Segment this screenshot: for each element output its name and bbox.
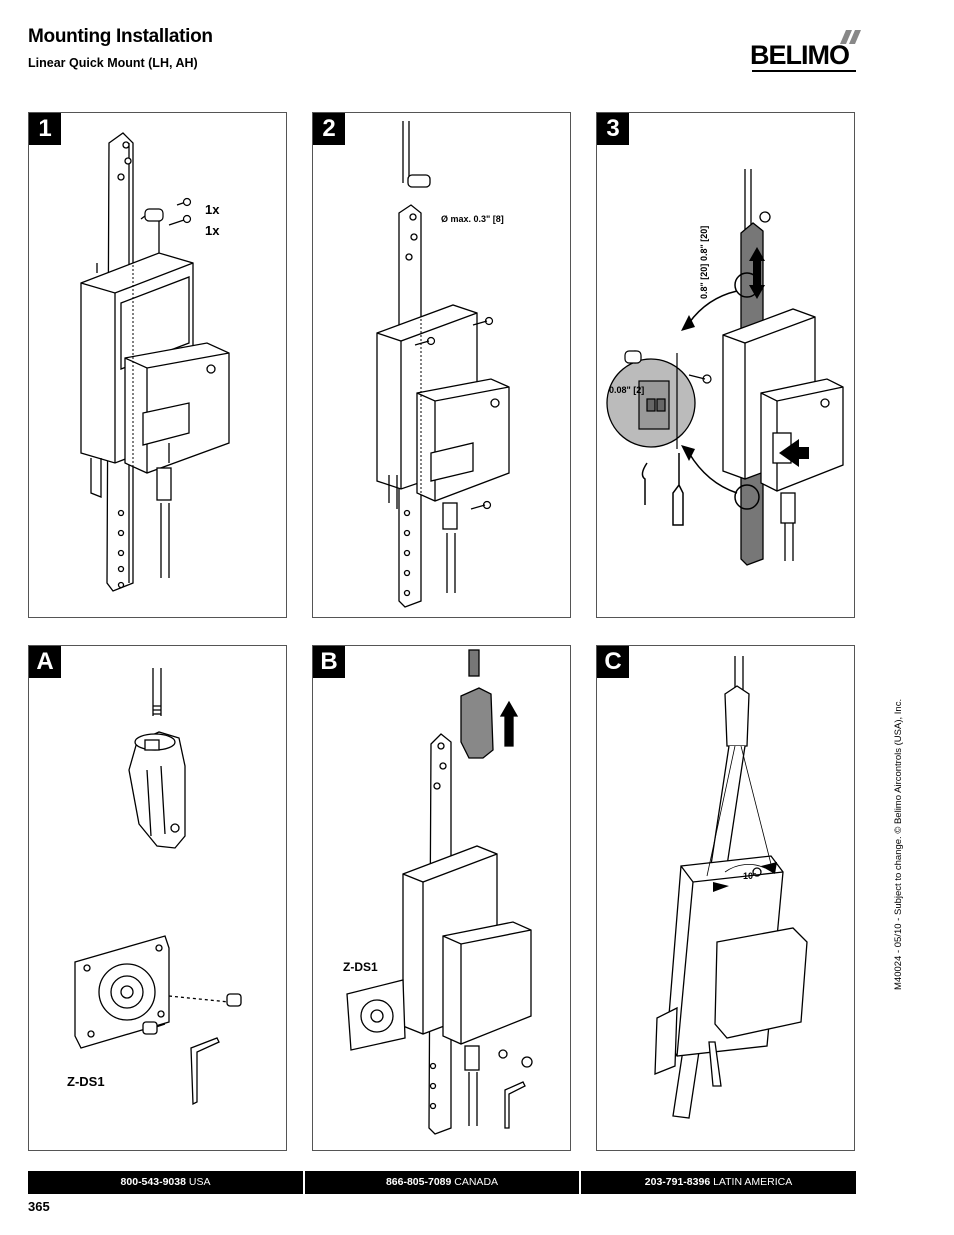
panel-number: C [597,646,629,678]
region: USA [188,1176,211,1188]
panel-number: B [313,646,345,678]
quantity-label: 1x [205,202,220,217]
panel-2: 2 Ø max. 0.3" [8] [312,112,571,618]
dimension-label: 0.8" [20] [699,263,709,299]
phone-number: 866-805-7089 [385,1176,452,1188]
document-reference: M40024 - 05/10 - Subject to change. © Be… [893,698,904,990]
page-subtitle: Linear Quick Mount (LH, AH) [28,56,198,70]
angle-label: 10° [743,871,757,881]
phone-number: 203-791-8396 [644,1176,711,1188]
dimension-label: 0.8" [20] [699,225,709,261]
panel-number: 1 [29,113,61,145]
logo-text: BELIMO [750,40,850,70]
panel-number: A [29,646,61,678]
footer-phone-canada: 866-805-7089 CANADA [305,1171,579,1194]
footer-phone-usa: 800-543-9038 USA [28,1171,303,1194]
region: CANADA [454,1176,499,1188]
panel-a-illustration [74,668,242,1106]
page-number: 365 [28,1199,50,1214]
panel-number: 2 [313,113,345,145]
panel-b-illustration [346,649,533,1135]
panel-3-illustration [606,169,844,566]
diameter-label: Ø max. 0.3" [8] [441,214,504,224]
footer-phone-latin-america: 203-791-8396 LATIN AMERICA [581,1171,856,1194]
phone-number: 800-543-9038 [120,1176,186,1188]
panel-c-illustration [654,656,808,1119]
panel-b: B Z-DS1 [312,645,571,1151]
page-title: Mounting Installation [28,26,213,47]
panel-3: 3 [596,112,855,618]
part-label: Z-DS1 [67,1074,105,1089]
panel-a: A Z-DS1 [28,645,287,1151]
panel-1-illustration [80,132,230,592]
quantity-label: 1x [205,223,220,238]
panel-number: 3 [597,113,629,145]
belimo-logo: BELIMO [750,30,861,72]
region: LATIN AMERICA [713,1176,793,1188]
gap-label: 0.08" [2] [609,385,645,395]
panel-2-illustration [376,121,510,608]
panel-1: 1 1x 1x [28,112,287,618]
panel-c: C 10° [596,645,855,1151]
part-label: Z-DS1 [343,960,378,974]
